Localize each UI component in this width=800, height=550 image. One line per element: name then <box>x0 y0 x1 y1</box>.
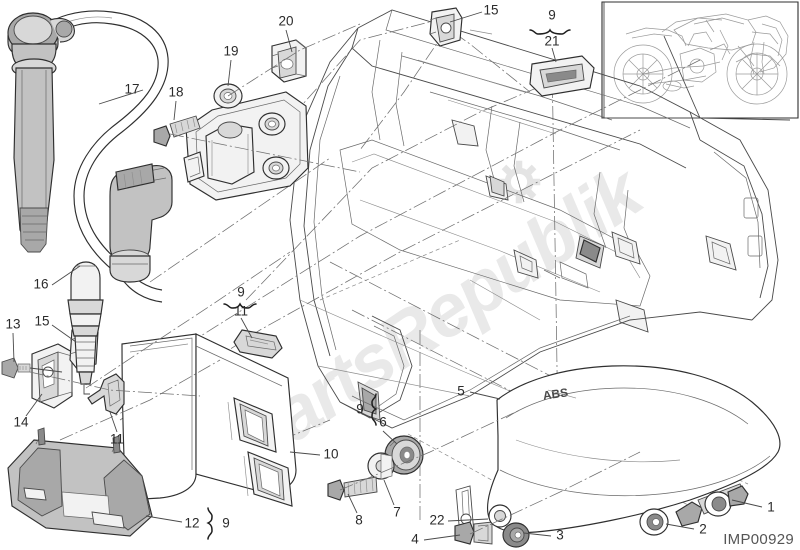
screw-18 <box>153 115 201 147</box>
ecu-mount-tray <box>7 359 221 537</box>
callout-11-left: 11 <box>110 432 124 447</box>
callout-12: 12 <box>184 516 199 531</box>
diagram-code: IMP00929 <box>723 531 794 548</box>
callout-10: 10 <box>323 447 338 462</box>
callout-18: 18 <box>168 85 183 100</box>
bolt-8 <box>327 476 378 501</box>
callout-5: 5 <box>457 384 465 399</box>
washer-7 <box>367 452 395 480</box>
grommet-2 <box>639 508 669 536</box>
motorcycle-inset <box>601 1 799 121</box>
callout-7: 7 <box>393 505 401 520</box>
bolt-1 <box>704 485 749 517</box>
callout-15-left: 15 <box>34 314 49 329</box>
washer-22 <box>488 504 512 528</box>
leader-lines <box>12 11 763 541</box>
callout-13: 13 <box>5 317 20 332</box>
callout-2: 2 <box>699 522 707 537</box>
bracket-20 <box>271 39 307 83</box>
callout-3: 3 <box>556 528 564 543</box>
grommet-screw-group-right <box>327 409 521 501</box>
coil-stick-17 <box>7 12 75 253</box>
bottom-fasteners-group <box>454 451 749 548</box>
callout-8: 8 <box>355 513 363 528</box>
screw-13 <box>1 357 31 379</box>
ignition-coil-19 <box>183 83 309 201</box>
callout-20: 20 <box>278 14 293 29</box>
ecu-module <box>121 333 297 507</box>
brace-top <box>529 28 571 35</box>
bolt-4 <box>454 521 493 545</box>
brace-group <box>206 28 571 540</box>
callout-15-top: 15 <box>483 3 498 18</box>
brace-right <box>371 393 378 426</box>
spark-plug-16 <box>67 261 104 395</box>
callout-9-right: 9 <box>356 402 364 417</box>
motorcycle-outline <box>613 13 789 105</box>
callout-17: 17 <box>124 82 139 97</box>
callout-1: 1 <box>767 500 775 515</box>
callout-9-bottom: 9 <box>222 516 230 531</box>
callout-11-middle: 11 <box>234 304 248 319</box>
inset-pointer-line-a <box>663 35 701 119</box>
brace-middle <box>223 302 257 309</box>
brace-bottom <box>206 507 213 540</box>
callout-22: 22 <box>429 513 444 528</box>
abs-badge: ABS <box>542 385 569 402</box>
ignition-coil-group <box>7 10 361 397</box>
callout-labels: 20 19 17 18 15 9 21 16 15 13 14 11 9 11 … <box>5 3 774 547</box>
callout-19: 19 <box>223 44 238 59</box>
abs-badge-text: ABS <box>542 385 569 402</box>
callout-9-middle: 9 <box>237 285 245 300</box>
callout-21: 21 <box>544 34 559 49</box>
grommet-3 <box>502 522 530 548</box>
callout-4: 4 <box>411 532 419 547</box>
callout-6: 6 <box>379 415 387 430</box>
callout-16: 16 <box>33 277 48 292</box>
callout-9-top: 9 <box>548 8 556 23</box>
plug-cap <box>109 163 173 283</box>
frame-and-airbox-assembly <box>119 9 779 520</box>
callout-14: 14 <box>13 415 29 430</box>
